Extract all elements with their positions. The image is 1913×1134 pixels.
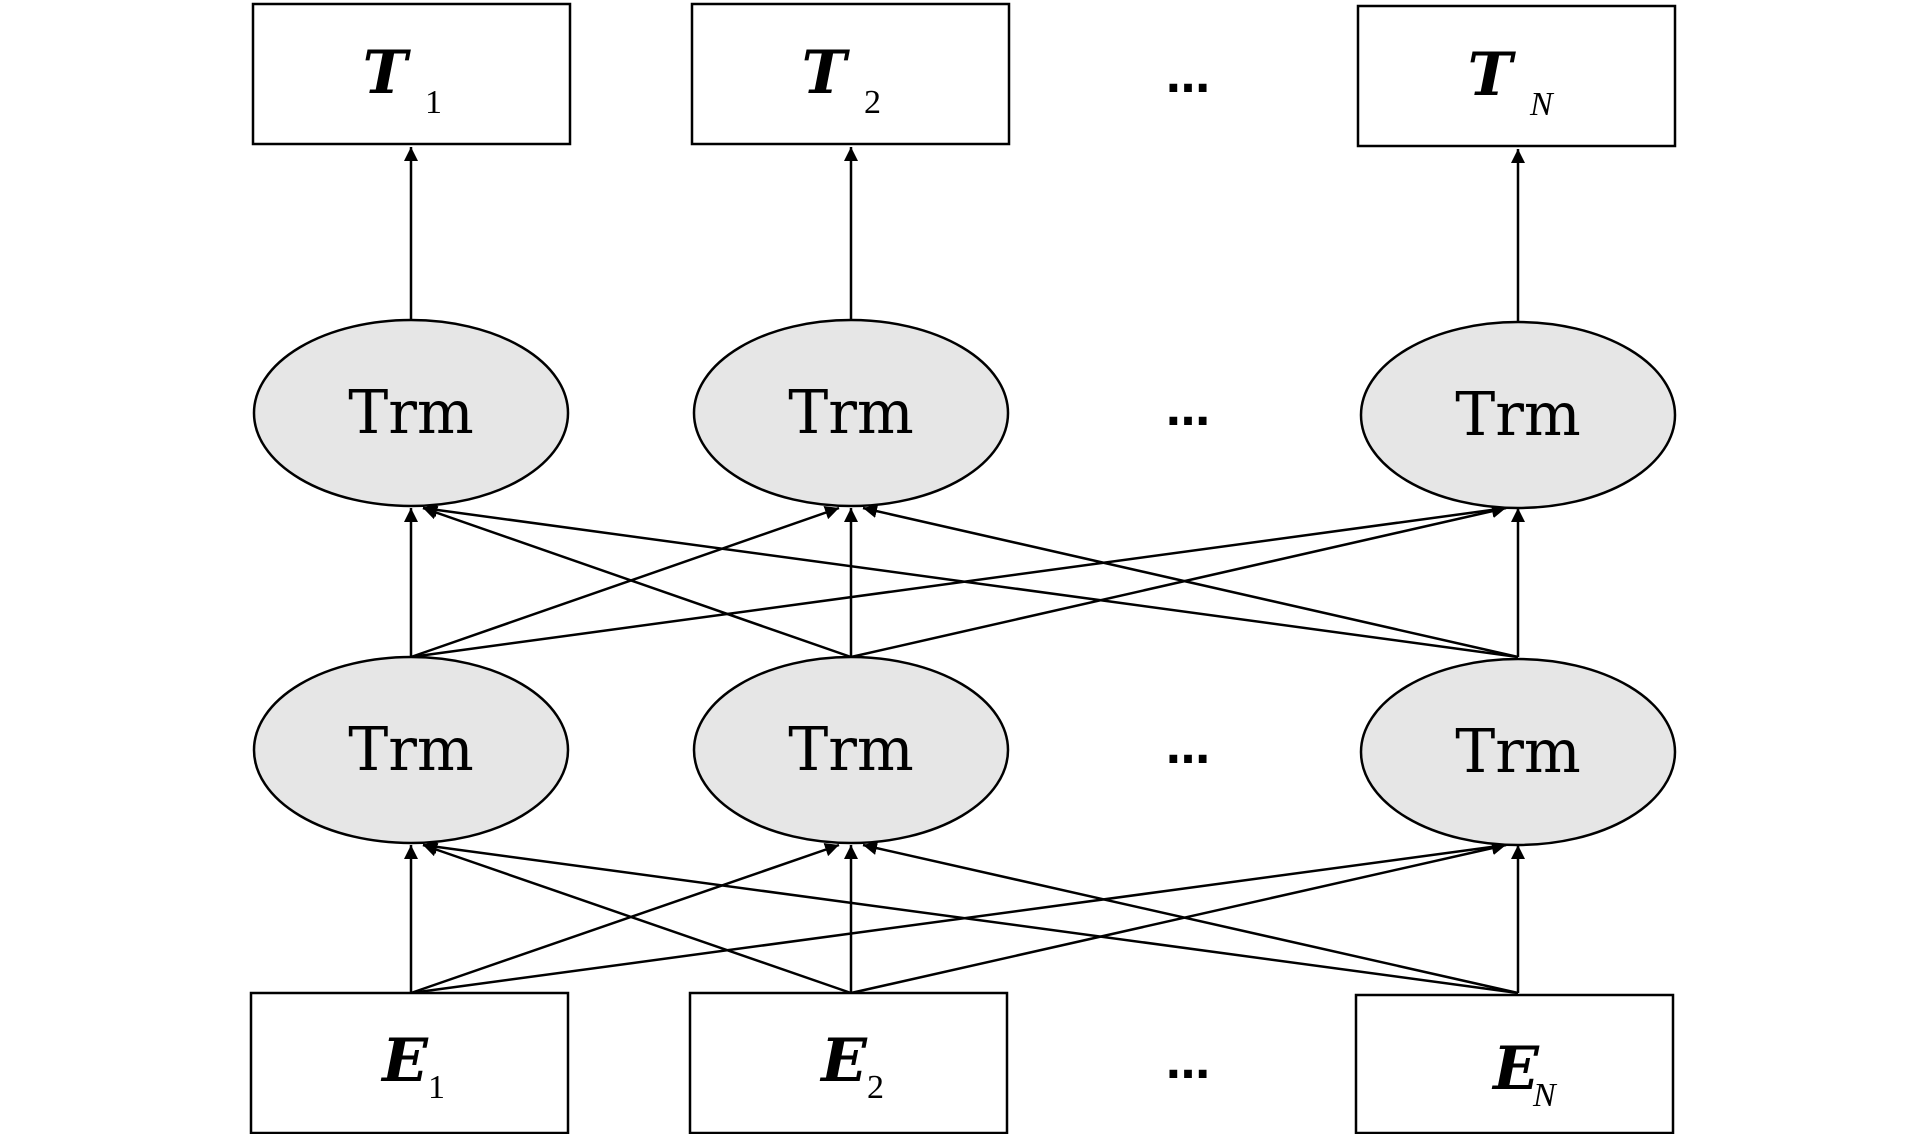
arrow-input-to-trm <box>850 841 1507 995</box>
upper-layer-ellipsis: … <box>1166 385 1210 436</box>
trm-label: Trm <box>348 378 474 448</box>
upper-trm-node-2: Trm <box>692 318 1010 508</box>
output-subscript: 2 <box>864 84 881 121</box>
upper-trm-node-n: Trm <box>1359 320 1677 510</box>
lower-trm-node-2: Trm <box>692 655 1010 845</box>
trm-label: Trm <box>788 378 914 448</box>
arrow-input-to-trm <box>422 839 1519 995</box>
input-subscript: N <box>1532 1077 1558 1114</box>
arrow-lower-to-upper-trm <box>422 505 852 659</box>
output-subscript: N <box>1529 86 1555 123</box>
input-embedding-n: E N <box>1354 993 1675 1134</box>
input-symbol: E <box>380 1026 429 1096</box>
arrow-input-to-trm <box>410 842 840 995</box>
arrow-input-to-trm <box>862 841 1519 995</box>
input-embedding-1: E 1 <box>249 991 570 1134</box>
input-subscript: 1 <box>428 1069 445 1106</box>
connection-edges <box>404 147 1525 995</box>
trm-label: Trm <box>348 715 474 785</box>
output-symbol: T <box>363 38 412 108</box>
lower-trm-node-n: Trm <box>1359 657 1677 847</box>
lower-layer-ellipsis: … <box>1166 723 1210 774</box>
output-token-2: T 2 <box>690 2 1011 146</box>
arrow-input-to-trm <box>422 842 852 995</box>
arrow-lower-to-upper-trm <box>850 504 1507 659</box>
upper-trm-node-1: Trm <box>252 318 570 508</box>
output-symbol: T <box>1468 40 1517 110</box>
trm-label: Trm <box>1455 380 1581 450</box>
input-ellipsis: … <box>1166 1038 1210 1089</box>
output-token-n: T N <box>1356 4 1677 148</box>
input-symbol: E <box>819 1026 868 1096</box>
trm-label: Trm <box>788 715 914 785</box>
input-embedding-2: E 2 <box>688 991 1009 1134</box>
arrow-lower-to-upper-trm <box>862 504 1519 659</box>
output-ellipsis: … <box>1166 52 1210 103</box>
output-token-1: T 1 <box>251 2 572 146</box>
input-subscript: 2 <box>867 1069 884 1106</box>
input-symbol: E <box>1491 1034 1540 1104</box>
output-subscript: 1 <box>425 84 442 121</box>
trm-label: Trm <box>1455 717 1581 787</box>
arrow-lower-to-upper-trm <box>410 502 1507 659</box>
output-symbol: T <box>802 38 851 108</box>
lower-trm-node-1: Trm <box>252 655 570 845</box>
arrow-lower-to-upper-trm <box>422 502 1519 659</box>
arrow-input-to-trm <box>410 839 1507 995</box>
arrow-lower-to-upper-trm <box>410 505 840 659</box>
